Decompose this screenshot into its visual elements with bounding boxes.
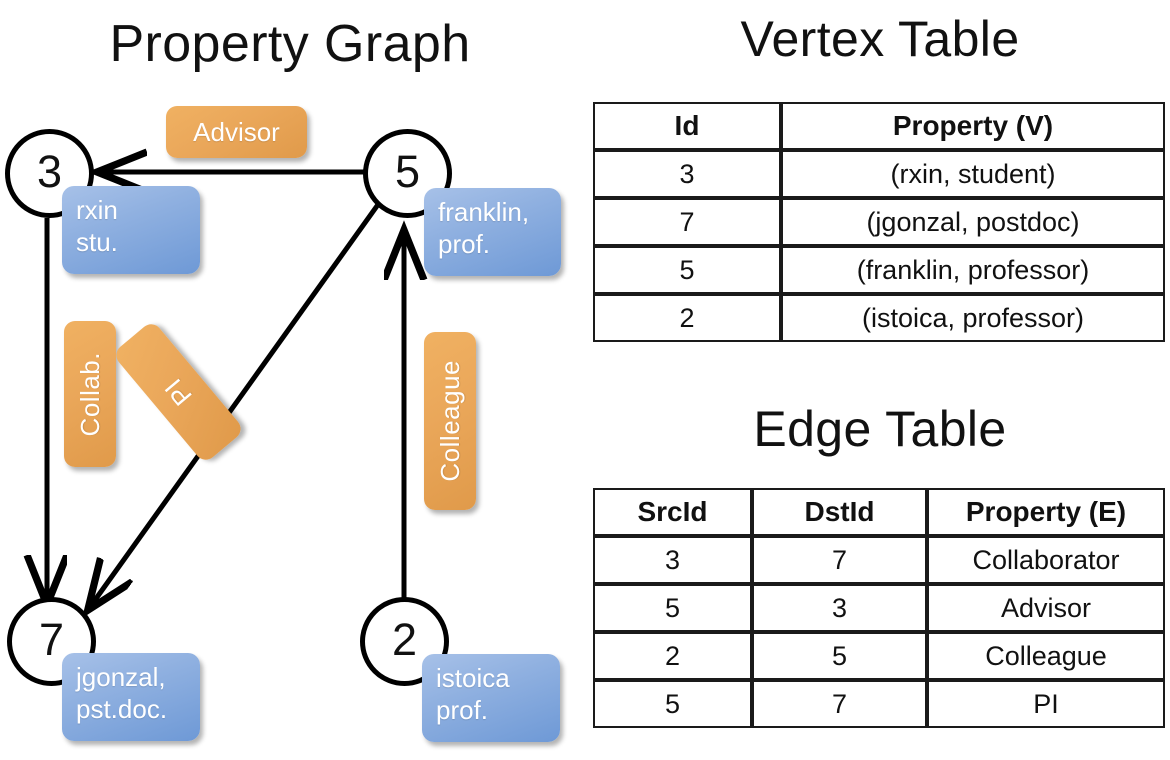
vertex-property-box-5-line2: prof.	[438, 228, 491, 259]
vertex-node-2[interactable]: 2	[360, 597, 449, 686]
vertex-property-box-3-line1: rxin	[76, 195, 118, 225]
vertex-property-box-7-line1: jgonzal,	[76, 662, 166, 692]
edge-row-1-src: 5	[593, 584, 752, 632]
vertex-table-header-id: Id	[593, 102, 781, 150]
edge-label-collab: Collab.	[64, 321, 116, 467]
table-row: 3 7 Collaborator	[593, 536, 1165, 584]
edge-table-header-property: Property (E)	[927, 488, 1165, 536]
edge-label-advisor-text: Advisor	[193, 116, 280, 147]
edge-row-0-dst: 7	[752, 536, 927, 584]
vertex-property-box-2-line2: prof.	[436, 694, 489, 725]
edge-label-colleague: Colleague	[424, 332, 476, 510]
vertex-row-1-id: 7	[593, 198, 781, 246]
table-row: 5 3 Advisor	[593, 584, 1165, 632]
edge-row-2-src: 2	[593, 632, 752, 680]
edge-table: SrcId DstId Property (E) 3 7 Collaborato…	[593, 488, 1165, 728]
vertex-node-3-label: 3	[36, 146, 63, 197]
graph-edges-layer	[0, 0, 585, 760]
vertex-property-box-2-line1: istoica	[436, 663, 510, 693]
table-row: 2 5 Colleague	[593, 632, 1165, 680]
vertex-node-5[interactable]: 5	[363, 129, 452, 218]
vertex-row-0-property: (rxin, student)	[781, 150, 1165, 198]
table-header-row: SrcId DstId Property (E)	[593, 488, 1165, 536]
vertex-table-header-property: Property (V)	[781, 102, 1165, 150]
vertex-property-box-3: rxin stu.	[62, 186, 200, 274]
edge-5-to-7	[90, 197, 385, 607]
table-row: 3 (rxin, student)	[593, 150, 1165, 198]
edge-table-header-srcid: SrcId	[593, 488, 752, 536]
vertex-property-box-2: istoica prof.	[422, 654, 560, 742]
edge-label-collab-text: Collab.	[74, 351, 105, 437]
table-row: 2 (istoica, professor)	[593, 294, 1165, 342]
edge-row-2-property: Colleague	[927, 632, 1165, 680]
table-row: 5 7 PI	[593, 680, 1165, 728]
vertex-row-0-id: 3	[593, 150, 781, 198]
edge-label-advisor: Advisor	[166, 106, 307, 158]
vertex-property-box-5: franklin, prof.	[424, 188, 561, 276]
vertex-node-5-label: 5	[394, 146, 421, 197]
vertex-row-1-property: (jgonzal, postdoc)	[781, 198, 1165, 246]
edge-row-1-dst: 3	[752, 584, 927, 632]
vertex-property-box-7-line2: pst.doc.	[76, 693, 168, 724]
edge-row-3-property: PI	[927, 680, 1165, 728]
vertex-property-box-3-line2: stu.	[76, 226, 118, 257]
edge-label-pi-text: PI	[158, 372, 198, 412]
vertex-row-2-id: 5	[593, 246, 781, 294]
edge-table-header-dstid: DstId	[752, 488, 927, 536]
edge-row-0-src: 3	[593, 536, 752, 584]
table-header-row: Id Property (V)	[593, 102, 1165, 150]
edge-row-2-dst: 5	[752, 632, 927, 680]
table-row: 5 (franklin, professor)	[593, 246, 1165, 294]
edge-row-3-dst: 7	[752, 680, 927, 728]
property-graph-diagram: 3 5 7 2 rxin stu. franklin, prof. jgonza…	[0, 0, 585, 760]
vertex-property-box-5-line1: franklin,	[438, 197, 530, 227]
page-title-property-graph: Property Graph	[109, 15, 471, 73]
edge-row-1-property: Advisor	[927, 584, 1165, 632]
page-title-vertex-table: Vertex Table	[740, 11, 1020, 67]
edge-row-0-property: Collaborator	[927, 536, 1165, 584]
vertex-table: Id Property (V) 3 (rxin, student) 7 (jgo…	[593, 102, 1165, 342]
vertex-row-2-property: (franklin, professor)	[781, 246, 1165, 294]
vertex-node-2-label: 2	[391, 614, 418, 665]
edge-row-3-src: 5	[593, 680, 752, 728]
vertex-property-box-7: jgonzal, pst.doc.	[62, 653, 200, 741]
edge-label-colleague-text: Colleague	[434, 360, 465, 482]
vertex-row-3-property: (istoica, professor)	[781, 294, 1165, 342]
vertex-node-7-label: 7	[38, 614, 65, 665]
vertex-row-3-id: 2	[593, 294, 781, 342]
table-row: 7 (jgonzal, postdoc)	[593, 198, 1165, 246]
page-title-edge-table: Edge Table	[753, 401, 1007, 457]
